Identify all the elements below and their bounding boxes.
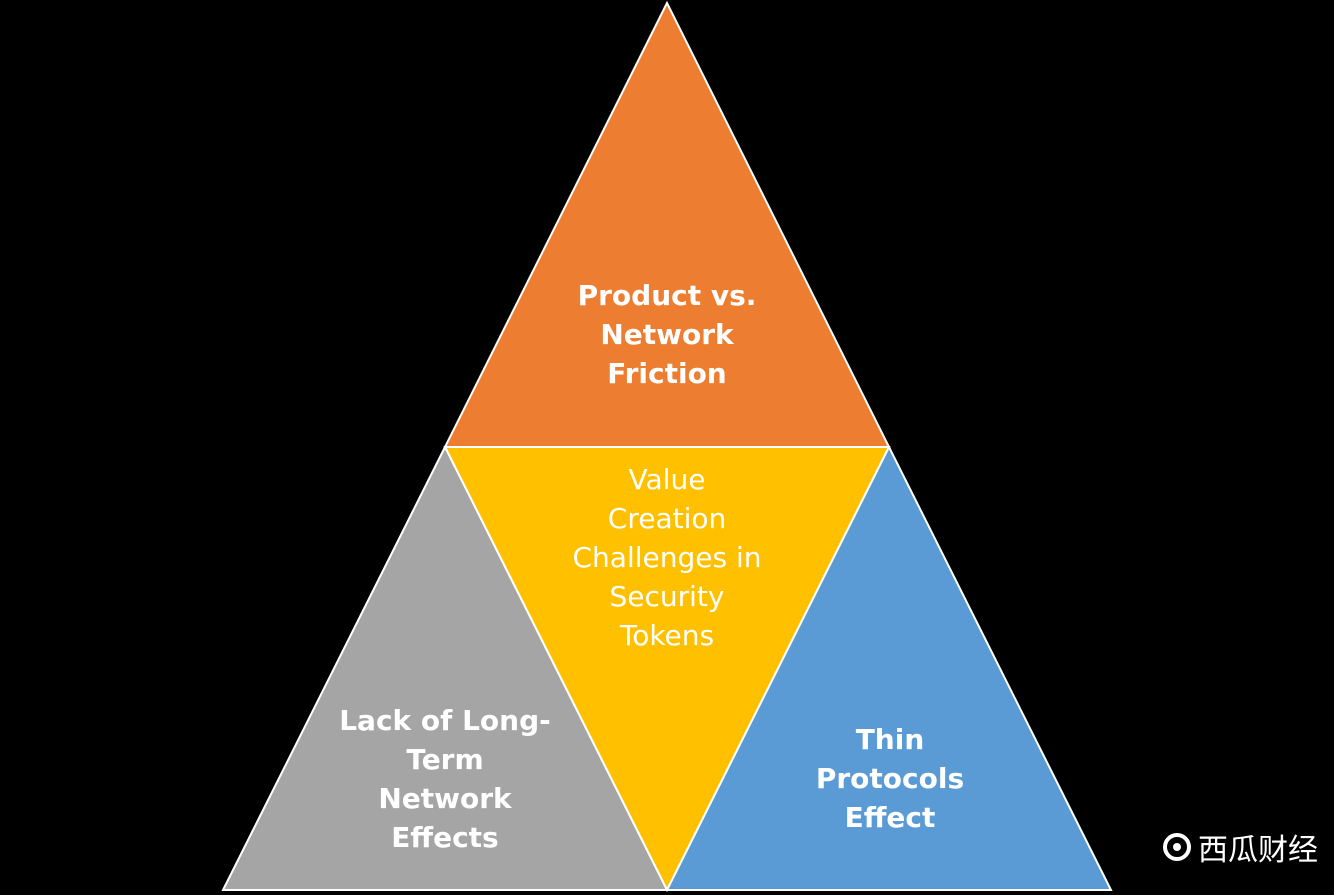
label-line: Creation xyxy=(607,502,727,535)
label-line: Friction xyxy=(607,357,727,390)
segment-label-left: Lack of Long- Term Network Effects xyxy=(295,701,595,857)
label-line: Challenges in xyxy=(572,541,762,574)
label-line: Network xyxy=(378,782,512,815)
label-line: Term xyxy=(406,743,484,776)
triangle-right-segment xyxy=(665,444,1113,891)
label-line: Tokens xyxy=(619,619,715,652)
label-line: Protocols xyxy=(815,762,965,795)
segment-label-center: Value Creation Challenges in Security To… xyxy=(517,460,817,655)
label-line: Product vs. xyxy=(577,279,757,312)
label-line: Thin xyxy=(855,723,925,756)
segment-label-top: Product vs. Network Friction xyxy=(517,276,817,393)
melon-logo-icon xyxy=(1163,833,1191,861)
label-line: Lack of Long- xyxy=(339,704,551,737)
label-line: Security xyxy=(609,580,725,613)
label-line: Effects xyxy=(391,821,499,854)
segment-label-right: Thin Protocols Effect xyxy=(740,720,1040,837)
label-line: Network xyxy=(600,318,734,351)
label-line: Value xyxy=(628,463,706,496)
triangle-left-segment xyxy=(221,444,669,891)
label-line: Effect xyxy=(844,801,936,834)
watermark: 西瓜财经 xyxy=(1162,825,1318,869)
watermark-text: 西瓜财经 xyxy=(1198,833,1318,868)
